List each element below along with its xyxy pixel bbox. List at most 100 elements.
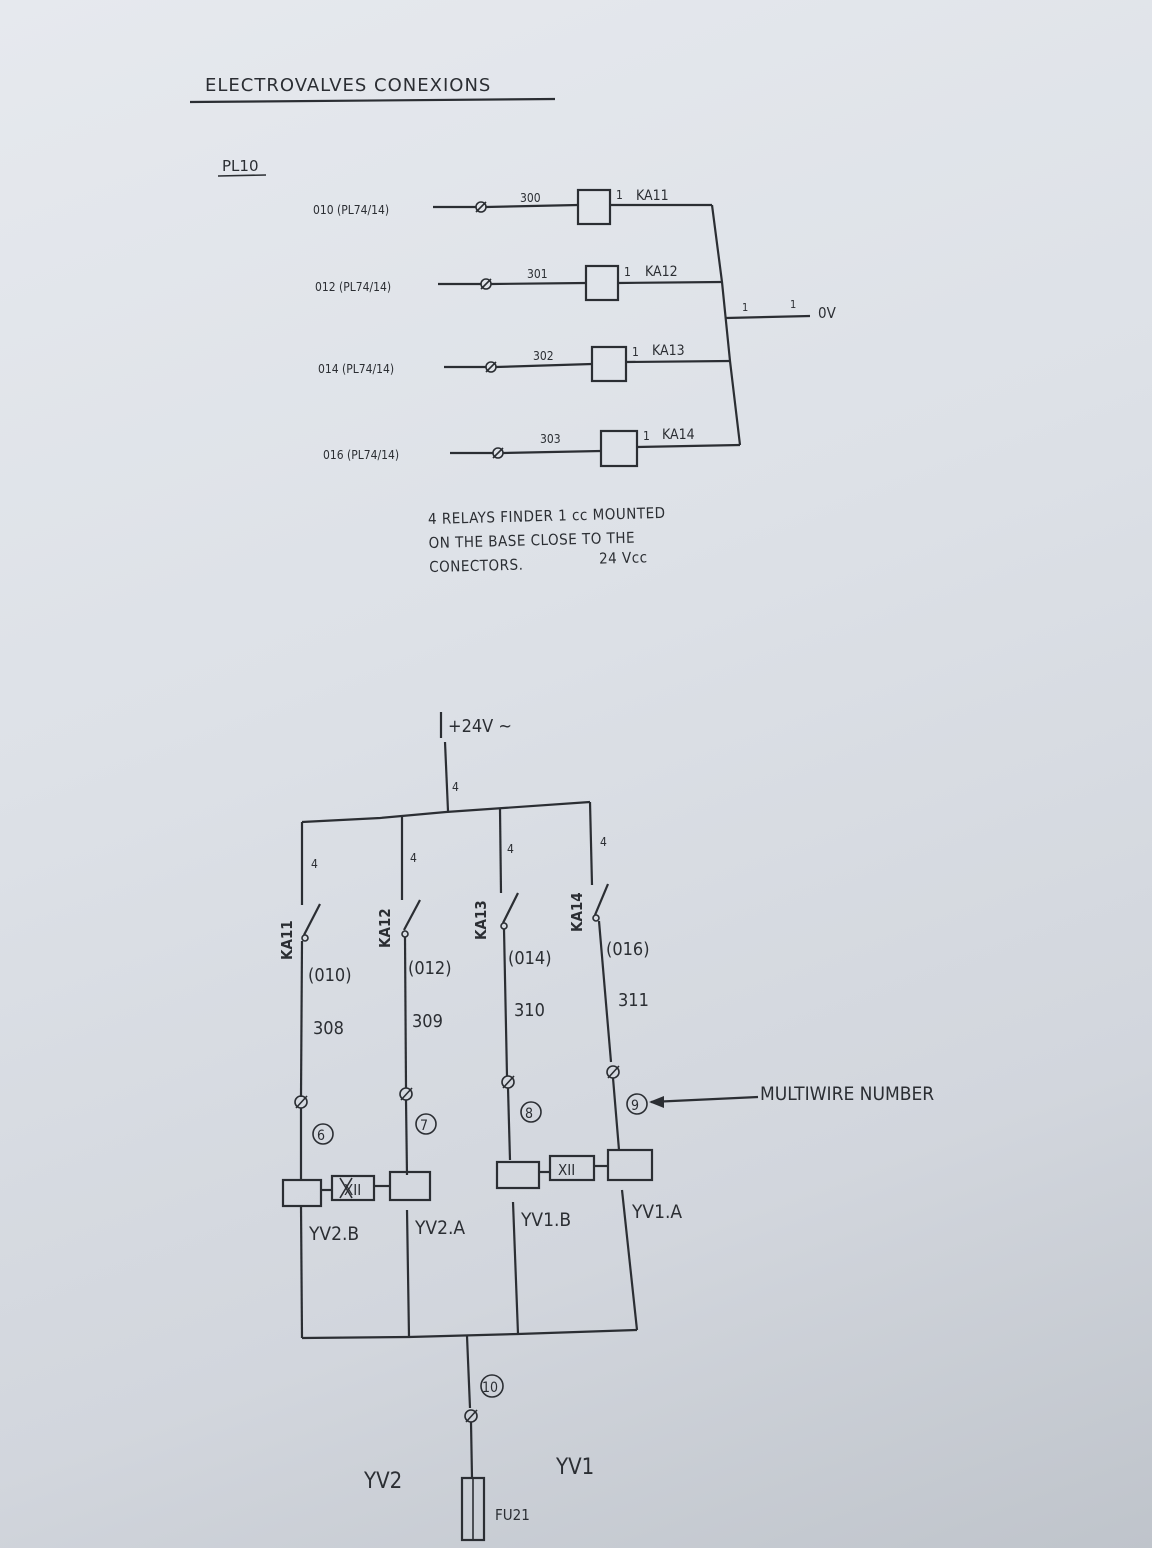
note-line-1: 4 RELAYS FINDER 1 cc MOUNTED xyxy=(428,504,666,528)
zero-volt-label: 0V xyxy=(818,304,837,322)
input-source-label: 012 (PL74/14) xyxy=(315,280,391,294)
coil-yv2-b xyxy=(281,1178,323,1208)
input-source-label: 016 (PL74/14) xyxy=(323,448,399,462)
multiwire-number: 8 xyxy=(525,1106,533,1122)
branch-wire-number: 4 xyxy=(507,842,514,856)
multiwire-number: 6 xyxy=(317,1128,325,1144)
sheet-reference: PL10 xyxy=(222,157,259,175)
supply-bus xyxy=(301,800,591,824)
wire-number: 302 xyxy=(533,349,554,363)
valve-label-yv2: YV2 xyxy=(363,1469,402,1494)
coil-pin: 1 xyxy=(632,345,639,359)
contact-signal: (014) xyxy=(508,948,552,969)
coil-label-yv2-b: YV2.B xyxy=(308,1223,359,1245)
contact-wire-number: 308 xyxy=(313,1018,344,1039)
relay-contact-icon xyxy=(502,892,519,924)
contact-relay-label: KA14 xyxy=(568,892,586,932)
solenoid-yv1: XII xyxy=(495,1148,654,1190)
contact-wire-number: 310 xyxy=(514,1000,545,1021)
branch-ka11: 4 KA11 (010) 308 6 xyxy=(278,822,352,1180)
common-return-bus xyxy=(710,204,742,446)
common-pin-left: 1 xyxy=(742,301,748,314)
coil-pin: 1 xyxy=(624,265,631,279)
relay-note: 4 RELAYS FINDER 1 cc MOUNTED ON THE BASE… xyxy=(428,504,666,576)
coil-pin: 1 xyxy=(643,429,650,443)
relay-coil-ka11 xyxy=(576,188,612,226)
multiwire-label: MULTIWIRE NUMBER xyxy=(760,1083,934,1105)
fuse-label: FU21 xyxy=(495,1506,530,1524)
multiwire-number: 9 xyxy=(631,1098,639,1114)
relay-label: KA12 xyxy=(645,264,678,280)
wire-number: 300 xyxy=(520,191,541,205)
wire-number: 303 xyxy=(540,432,561,446)
input-source-label: 010 (PL74/14) xyxy=(313,203,389,217)
coil-label-yv1-b: YV1.B xyxy=(520,1209,571,1231)
branch-wire-number: 4 xyxy=(600,835,607,849)
multiwire-number: 7 xyxy=(420,1118,428,1134)
input-row-ka12: 012 (PL74/14) 301 1 KA12 xyxy=(315,264,723,302)
note-line-2: ON THE BASE CLOSE TO THE xyxy=(428,529,635,552)
relay-label: KA13 xyxy=(652,343,685,359)
contact-relay-label: KA12 xyxy=(376,908,394,948)
valve-label-yv1: YV1 xyxy=(555,1455,594,1480)
contact-signal: (016) xyxy=(606,939,650,960)
relay-coil-ka12 xyxy=(584,264,620,302)
multiwire-marker xyxy=(520,1101,542,1123)
note-line-3: CONECTORS. xyxy=(429,556,524,576)
supply-wire-number: 4 xyxy=(452,780,459,794)
branch-ka12: 4 KA12 (012) 309 7 xyxy=(376,816,452,1176)
relay-coil-ka13 xyxy=(590,345,628,383)
zero-volt-line xyxy=(725,314,811,320)
multiwire-pointer xyxy=(650,1095,759,1104)
return-wire xyxy=(465,1335,472,1409)
coil-pin: 1 xyxy=(616,188,623,202)
diagram-title: ELECTROVALVES CONEXIONS xyxy=(205,75,491,96)
arrow-left-icon xyxy=(649,1096,664,1108)
branch-wire-number: 4 xyxy=(311,857,318,871)
coil-yv1-a xyxy=(606,1148,654,1182)
relay-contact-icon xyxy=(303,903,321,936)
contact-relay-label: KA11 xyxy=(278,920,296,960)
valve-body-yv2 xyxy=(330,1174,376,1202)
contact-relay-label: KA13 xyxy=(472,900,490,940)
relay-label: KA14 xyxy=(662,427,695,443)
sheet-reference-underline xyxy=(217,174,267,177)
solenoid-yv2: XII xyxy=(281,1170,432,1208)
return-multiwire-number: 10 xyxy=(482,1380,498,1396)
solenoid-mark: XII xyxy=(558,1161,575,1179)
supply-label: +24V ~ xyxy=(448,716,512,737)
input-source-label: 014 (PL74/14) xyxy=(318,362,394,376)
input-row-ka14: 016 (PL74/14) 303 1 KA14 xyxy=(323,427,741,468)
supply-wire xyxy=(443,741,450,812)
coil-label-yv2-a: YV2.A xyxy=(414,1217,465,1239)
multiwire-marker xyxy=(312,1123,334,1145)
contact-wire-number: 311 xyxy=(618,990,649,1011)
relay-contact-icon xyxy=(403,899,421,931)
multiwire-marker xyxy=(626,1093,648,1115)
coil-yv2-a xyxy=(388,1170,432,1202)
contact-signal: (012) xyxy=(408,958,452,979)
valve-body-yv1 xyxy=(548,1154,596,1182)
solenoid-mark: XII xyxy=(344,1181,361,1199)
relay-label: KA11 xyxy=(636,188,669,204)
common-pin-right: 1 xyxy=(790,298,796,311)
wire-number: 301 xyxy=(527,267,548,281)
relay-coil-ka14 xyxy=(599,429,639,468)
note-voltage: 24 Vcc xyxy=(599,548,648,567)
input-row-ka11: 010 (PL74/14) 300 1 KA11 xyxy=(313,188,712,226)
input-row-ka13: 014 (PL74/14) 302 1 KA13 xyxy=(318,343,731,383)
multiwire-marker xyxy=(480,1374,504,1398)
coil-yv1-b xyxy=(495,1160,541,1190)
relay-contact-icon xyxy=(593,883,610,916)
contact-wire-number: 309 xyxy=(412,1011,443,1032)
branch-ka13: 4 KA13 (014) 310 8 xyxy=(472,808,552,1161)
return-bus xyxy=(301,1328,638,1340)
title-underline xyxy=(189,97,556,104)
coil-label-yv1-a: YV1.A xyxy=(631,1201,682,1223)
contact-signal: (010) xyxy=(308,965,352,986)
branch-wire-number: 4 xyxy=(410,851,417,865)
multiwire-marker xyxy=(415,1113,437,1135)
branch-ka14: 4 KA14 (016) 311 9 xyxy=(568,801,650,1151)
